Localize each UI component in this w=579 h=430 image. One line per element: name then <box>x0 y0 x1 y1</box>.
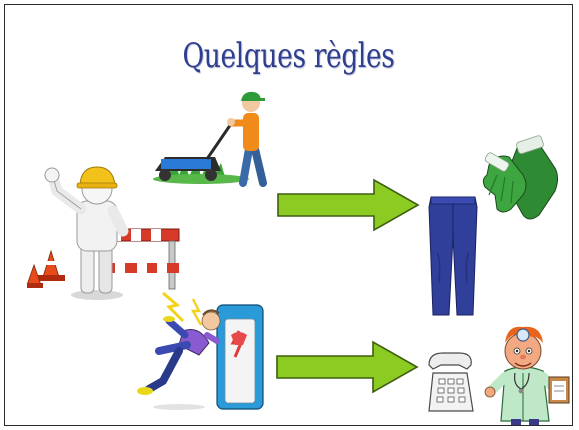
right-arrow-icon-top <box>277 178 420 232</box>
work-trousers-icon <box>428 196 478 316</box>
slide-frame: Quelques règles <box>4 4 573 426</box>
gloves-icon <box>482 135 559 220</box>
electric-shock-icon <box>137 291 264 410</box>
telephone-icon <box>428 352 474 412</box>
doctor-icon <box>484 326 570 425</box>
lawn-mower-icon <box>153 91 267 187</box>
slide-title: Quelques règles <box>182 36 395 76</box>
right-arrow-icon-bottom <box>276 340 419 394</box>
construction-worker-icon <box>27 166 180 300</box>
